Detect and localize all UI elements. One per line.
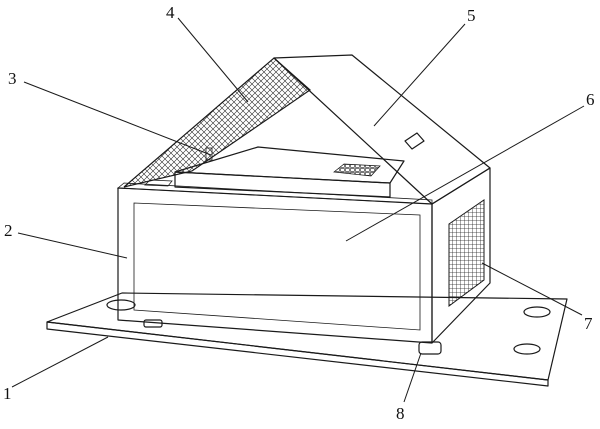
label-2: 2 xyxy=(4,221,13,240)
label-3: 3 xyxy=(8,69,17,88)
cover-panel xyxy=(273,54,491,205)
mesh-panel xyxy=(123,57,311,188)
side-grille xyxy=(448,199,485,307)
label-7: 7 xyxy=(584,314,593,333)
label-1: 1 xyxy=(3,384,12,403)
housing-box xyxy=(116,167,491,344)
labels: 1 2 3 4 5 6 7 8 xyxy=(3,3,595,423)
label-4: 4 xyxy=(166,3,175,22)
label-8: 8 xyxy=(396,404,405,423)
label-5: 5 xyxy=(467,6,476,25)
label-6: 6 xyxy=(586,90,595,109)
base-plate xyxy=(46,292,568,387)
leader-lines xyxy=(11,17,585,403)
